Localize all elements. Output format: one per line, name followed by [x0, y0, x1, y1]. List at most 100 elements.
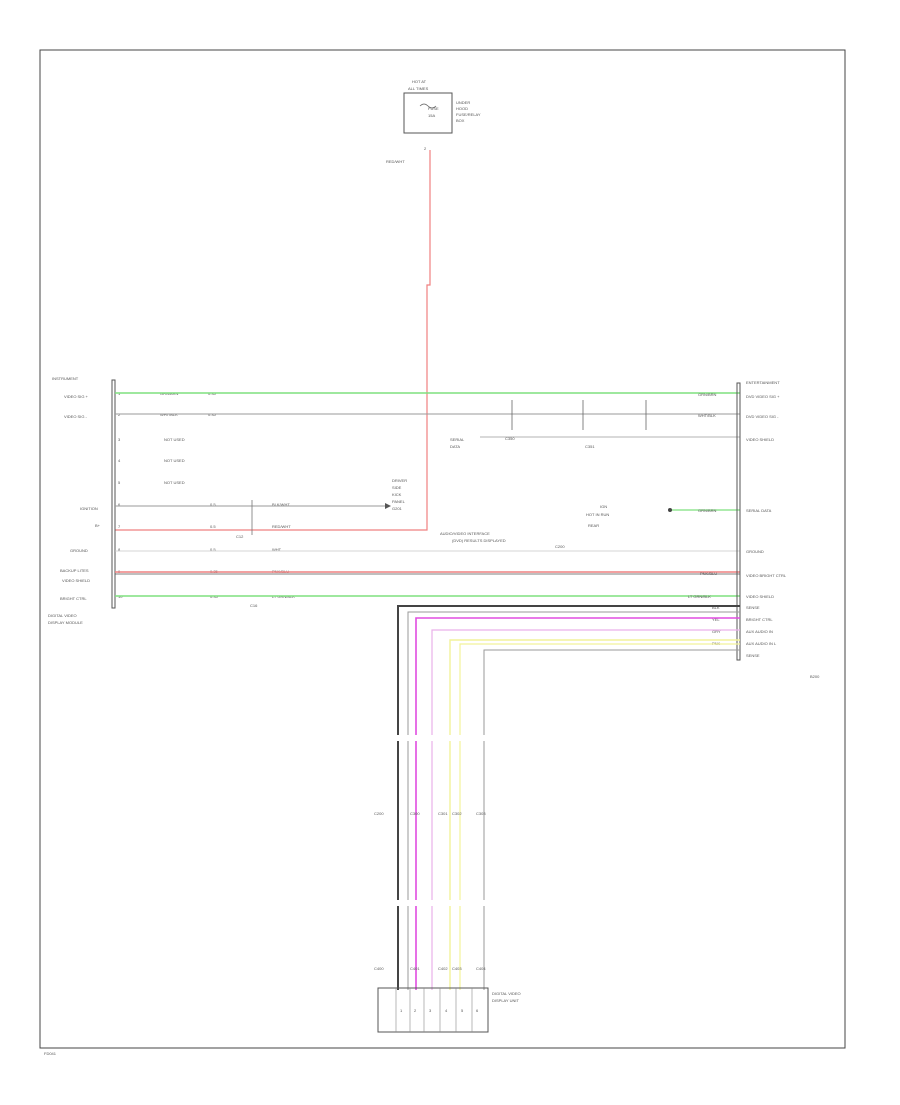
right-pin-label-11: AUX AUDIO IN L	[746, 641, 777, 646]
left-row-wire: RED/WHT	[272, 524, 291, 529]
harness-wire-yellow-2	[459, 643, 740, 990]
upper-connector-label-2: C300	[410, 811, 420, 816]
left-pin-label-8: GROUND	[70, 548, 88, 553]
display-pin-2: 2	[414, 1008, 417, 1013]
fuse-desc-1: UNDER	[456, 100, 470, 105]
display-pin-3: 3	[429, 1008, 432, 1013]
left-row-6: 6 BLK/WHT 0.5	[118, 502, 290, 507]
left-row-size: 0.5	[210, 502, 216, 507]
serial-note-2: DATA	[450, 444, 460, 449]
page-id: FD041	[44, 1051, 57, 1056]
left-pin-label-2: VIDEO SIG -	[64, 414, 88, 419]
right-wire-label-6: BLK	[712, 605, 720, 610]
upper-connector-label-1: C200	[374, 811, 384, 816]
right-pin-label-6: VIDEO BRIGHT CTRL	[746, 573, 787, 578]
left-row-7: 7 RED/WHT 0.5	[118, 524, 291, 529]
display-pin-6: 6	[476, 1008, 479, 1013]
ignition-note-2: HOT IN RUN	[586, 512, 609, 517]
annotations: DRIVER SIDE KICK PANEL G201 AUDIO/VIDEO …	[44, 436, 609, 1056]
splice-right-label: C350	[505, 436, 515, 441]
display-pin-5: 5	[461, 1008, 464, 1013]
fuse-box-outline	[403, 92, 453, 134]
interface-note: AUDIO/VIDEO INTERFACE	[440, 531, 490, 536]
left-row-size: 0.5	[210, 547, 216, 552]
left-row-pin: 6	[118, 502, 121, 507]
right-pin-label-2: DVD VIDEO SIG -	[746, 414, 779, 419]
left-row-pin: 8	[118, 547, 121, 552]
connector-break-upper	[392, 735, 492, 741]
left-row-4: 4 NOT USED	[118, 458, 185, 463]
display-pin-4: 4	[445, 1008, 448, 1013]
rear-note-2: C200	[555, 544, 565, 549]
left-module-name-2: DISPLAY MODULE	[48, 620, 83, 625]
harness-wire-yellow-1	[449, 639, 740, 990]
display-unit-name-2: DISPLAY UNIT	[492, 998, 520, 1003]
harness-wire-light-pink	[431, 629, 740, 990]
splice-mid-label: C351	[585, 444, 595, 449]
right-module-outline	[736, 382, 741, 661]
left-pin-label-1: VIDEO SIG +	[64, 394, 89, 399]
right-wire-label-4: PNK/BLU	[700, 571, 717, 576]
right-pin-label-7: VIDEO SHIELD	[746, 594, 774, 599]
left-row-pin: 7	[118, 524, 121, 529]
bottom-display-unit: DIGITAL VIDEO DISPLAY UNIT 1 2 3 4 5 6	[377, 987, 521, 1033]
right-pin-label-1: DVD VIDEO SIG +	[746, 394, 780, 399]
upper-connector-label-3: C301	[438, 811, 448, 816]
right-wire-label-8: GRY	[712, 629, 721, 634]
serial-note-1: SERIAL	[450, 437, 465, 442]
display-pin-1: 1	[400, 1008, 403, 1013]
ground-note-2: SIDE	[392, 485, 402, 490]
left-module-name-1: DIGITAL VIDEO	[48, 613, 77, 618]
connector-break-lower	[392, 900, 492, 906]
connector-labels: C200 C300 C301 C302 C303 C400 C401 C402 …	[374, 811, 486, 971]
right-pin-label-10: AUX AUDIO IN	[746, 629, 773, 634]
ground-note-5: G201	[392, 506, 403, 511]
display-unit-name-1: DIGITAL VIDEO	[492, 991, 521, 996]
left-row-pin: 5	[118, 480, 121, 485]
ignition-note-1: IGN	[600, 504, 607, 509]
fuse-pin: 2	[424, 146, 427, 151]
upper-connector-label-4: C302	[452, 811, 462, 816]
ground-point-icon	[385, 503, 391, 509]
ground-note-4: PANEL	[392, 499, 406, 504]
left-row-wire: BLK/WHT	[272, 502, 290, 507]
left-row-pin: 4	[118, 458, 121, 463]
left-connector-c16: C16	[250, 603, 258, 608]
fuse-wire-label: RED/WHT	[386, 159, 405, 164]
vertical-harness	[397, 605, 740, 990]
harness-wire-dark	[397, 605, 740, 990]
lower-connector-label-3: C402	[438, 966, 448, 971]
left-row-size: 0.5	[210, 524, 216, 529]
right-wire-label-3: GRN/BRN	[698, 508, 717, 513]
fuse-label-2: 15A	[428, 113, 435, 118]
right-pin-label-8: SENSE	[746, 605, 760, 610]
harness-wire-gray-2	[483, 649, 740, 990]
red-feed-wire	[115, 150, 431, 531]
right-pin-label-5: GROUND	[746, 549, 764, 554]
serial-data-dot	[668, 508, 672, 512]
left-module: INSTRUMENT VIDEO SIG + VIDEO SIG - IGNIT…	[48, 376, 295, 625]
right-wire-label-5: LT GRN/BLK	[688, 594, 711, 599]
lower-connector-label-1: C400	[374, 966, 384, 971]
right-wire-label-1: GRN/BRN	[698, 392, 717, 397]
fuse-symbol	[419, 103, 437, 109]
left-module-outline	[111, 379, 116, 609]
left-pin-label-9: BACKUP LITES	[60, 568, 89, 573]
left-module-header: INSTRUMENT	[52, 376, 79, 381]
upper-connector-label-5: C303	[476, 811, 486, 816]
ground-note-1: DRIVER	[392, 478, 407, 483]
right-module-header: ENTERTAINMENT	[746, 380, 780, 385]
top-fuse-box: HOT AT ALL TIMES FUSE 15A UNDER HOOD FUS…	[386, 79, 481, 164]
left-pin-label-7: B+	[95, 523, 101, 528]
display-unit-outline	[377, 987, 489, 1033]
lower-connector-label-4: C403	[452, 966, 462, 971]
left-pin-label-6: IGNITION	[80, 506, 98, 511]
harness-wire-pink	[415, 617, 740, 990]
right-module-id: B200	[810, 674, 820, 679]
left-connector-c12: C12	[236, 534, 244, 539]
fuse-desc-4: BOX	[456, 118, 465, 123]
left-row-wire: NOT USED	[164, 458, 185, 463]
